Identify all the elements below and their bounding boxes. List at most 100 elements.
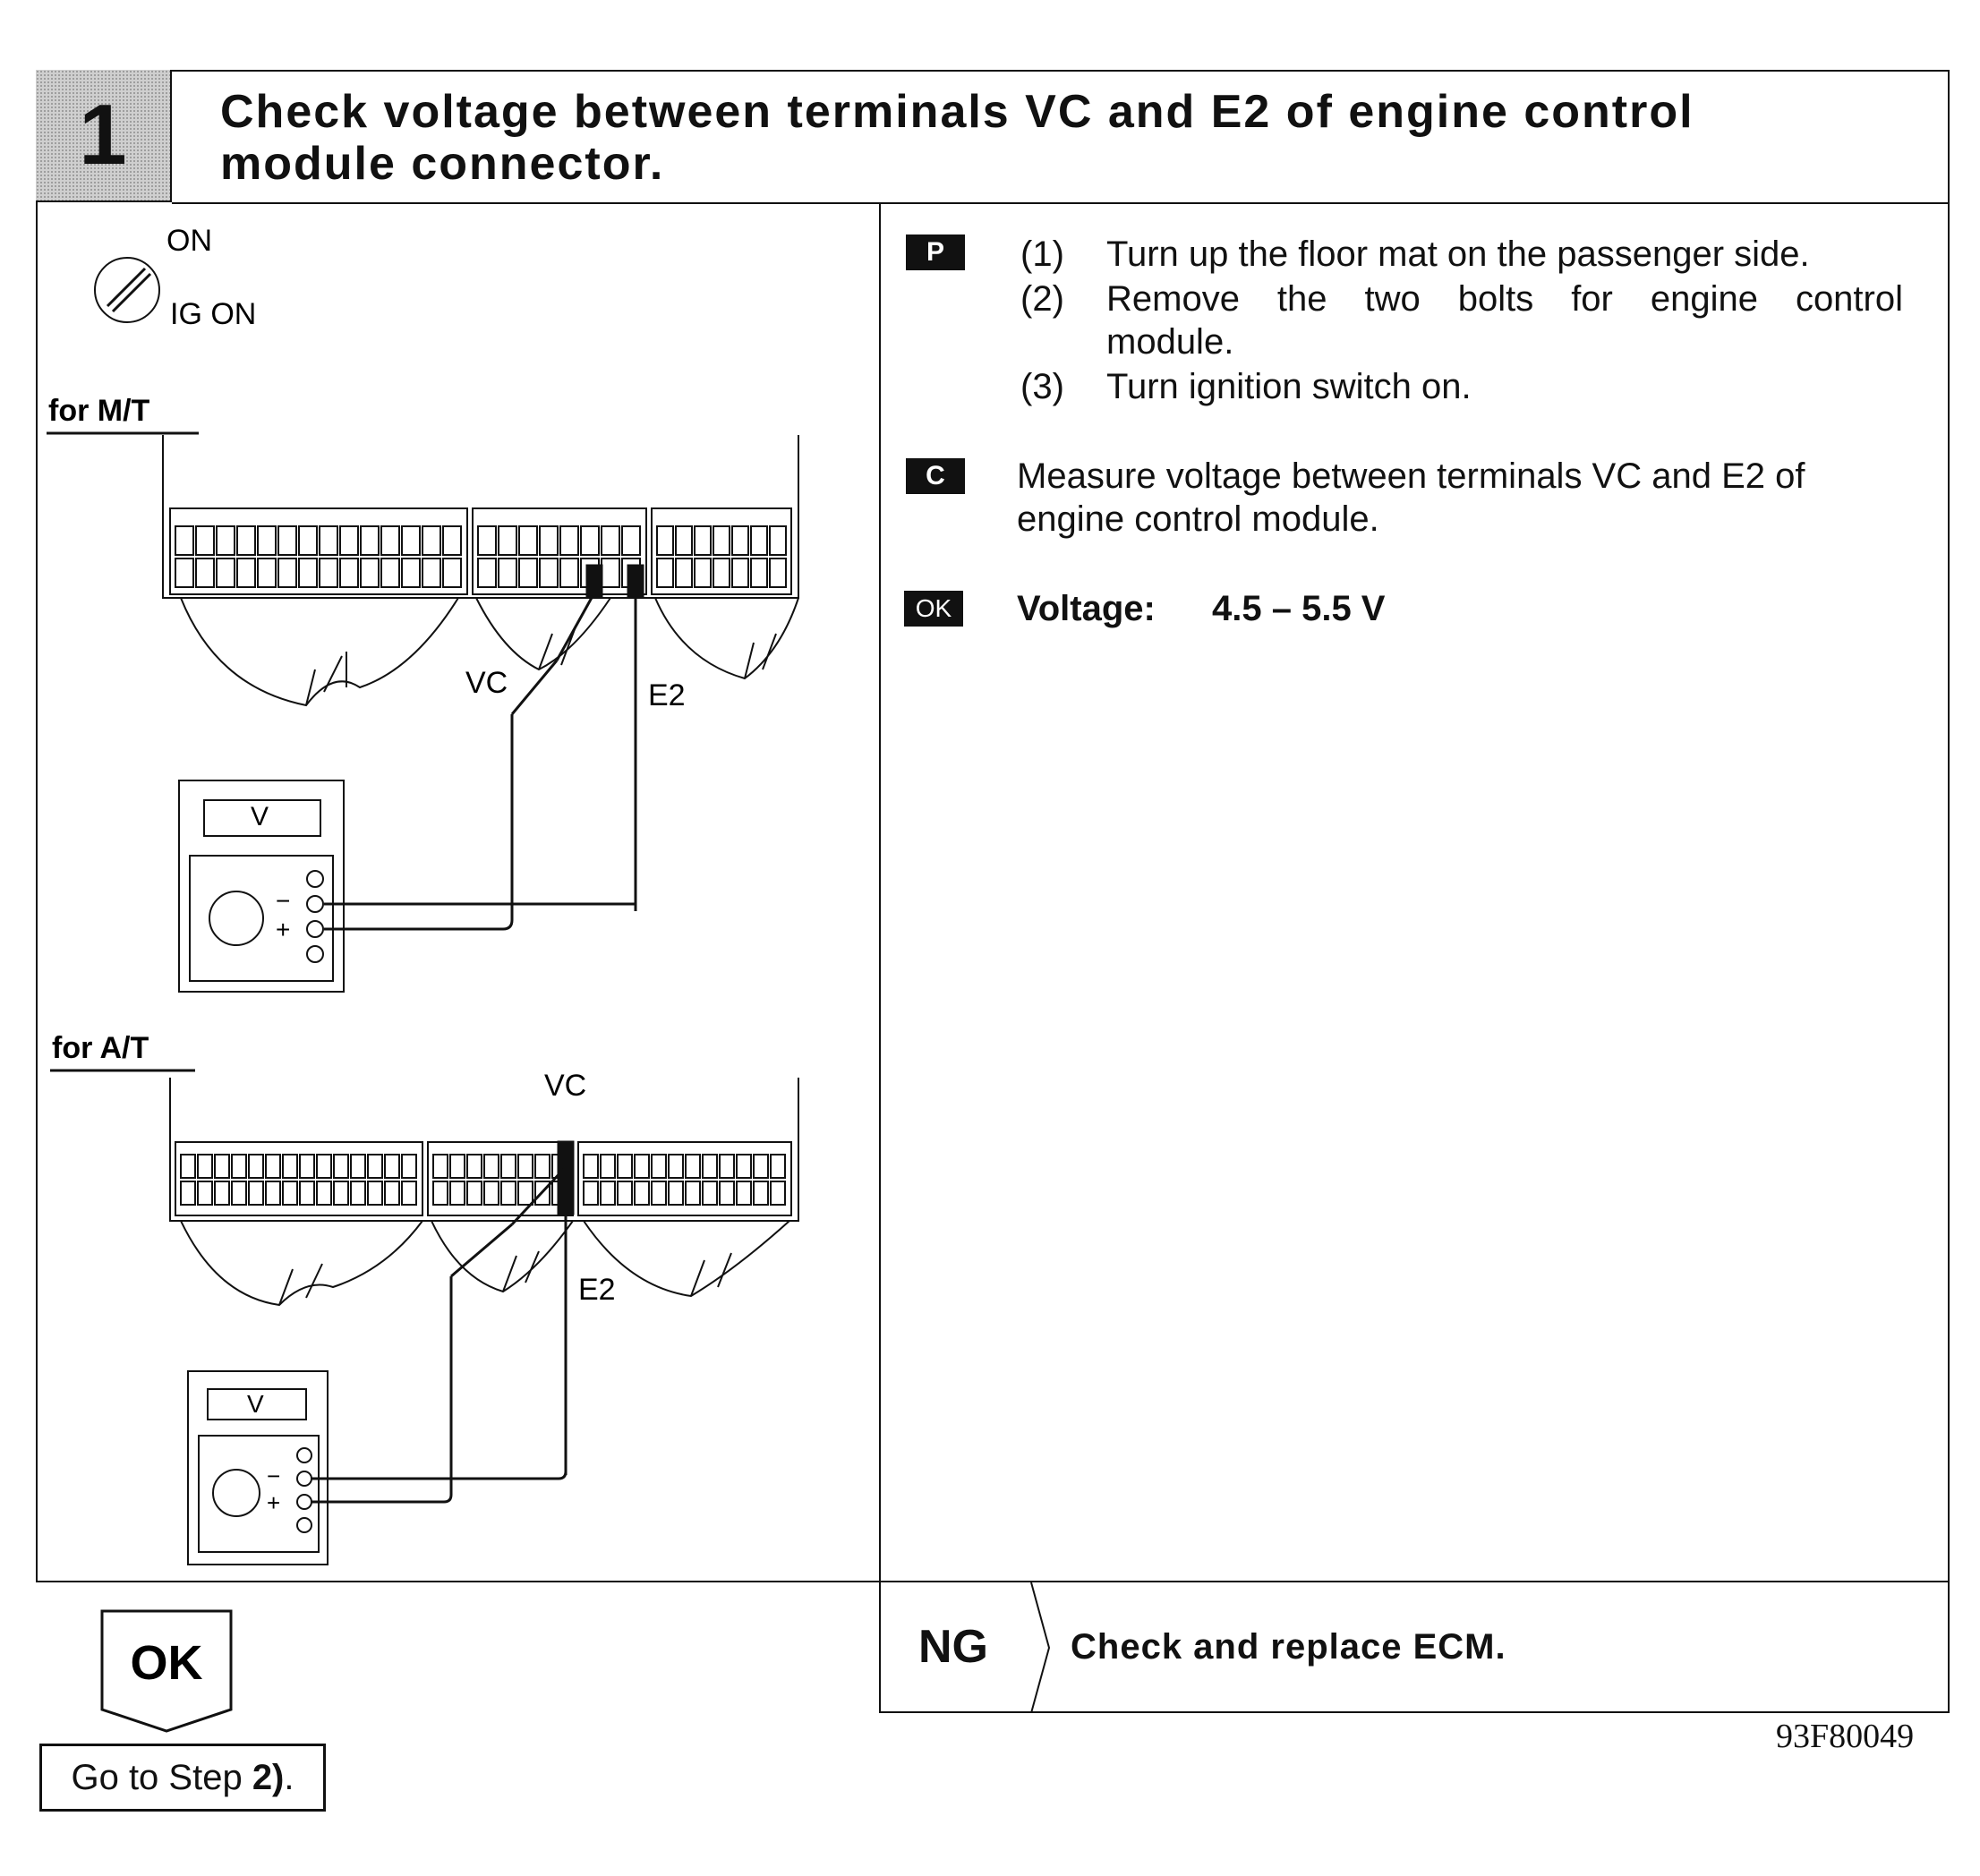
connector-pin — [600, 1154, 616, 1179]
connector-pin — [175, 525, 194, 556]
connector-pin — [736, 1181, 752, 1206]
connector-pin — [769, 525, 787, 556]
connector-pin — [675, 558, 693, 588]
prep-item-3-text: Turn ignition switch on. — [1106, 367, 1472, 406]
connector-pin — [702, 1154, 718, 1179]
connector-pin — [442, 558, 462, 588]
spec-label: Voltage: — [1017, 589, 1156, 628]
connector-pin — [319, 525, 338, 556]
connector-pin — [601, 558, 620, 588]
mt-minus-label: − — [276, 887, 290, 915]
header-divider — [172, 202, 1950, 204]
step-title-line1: Check voltage between terminals VC and E… — [220, 86, 1694, 138]
ignition-switch-icon — [94, 257, 160, 323]
connector-pin — [180, 1181, 196, 1206]
connector-pin — [685, 1181, 701, 1206]
mt-meter-unit: V — [251, 802, 269, 831]
connector-pin — [216, 525, 235, 556]
goto-step: 2) — [252, 1757, 285, 1797]
connector-pin — [384, 1154, 400, 1179]
connector-pin — [380, 525, 400, 556]
connector-pin — [651, 1154, 667, 1179]
connector-pin — [197, 1181, 213, 1206]
connector-pin — [583, 1181, 599, 1206]
step-title-line2: module connector. — [220, 138, 665, 190]
at-e2-label: E2 — [578, 1273, 616, 1307]
connector-pin — [248, 1181, 264, 1206]
connector-pin — [656, 558, 674, 588]
connector-pin — [685, 1154, 701, 1179]
connector-pin — [694, 558, 712, 588]
connector-pin — [282, 1181, 298, 1206]
connector-pin — [769, 558, 787, 588]
step-box — [36, 70, 1950, 1582]
connector-pin — [770, 1181, 786, 1206]
connector-pin — [731, 558, 749, 588]
at-voltmeter — [187, 1370, 329, 1565]
connector-pin — [518, 525, 538, 556]
connector-pin — [432, 1181, 448, 1206]
connector-pin — [753, 1154, 769, 1179]
connector-pin — [422, 525, 441, 556]
connector-pin — [214, 1181, 230, 1206]
connector-pin — [449, 1154, 465, 1179]
connector-pin — [195, 525, 215, 556]
connector-pin — [257, 525, 277, 556]
prep-item-1-text: Turn up the floor mat on the passenger s… — [1106, 234, 1810, 274]
prep-item-3-num: (3) — [1020, 367, 1064, 406]
connector-pin — [583, 1154, 599, 1179]
connector-pin — [483, 1154, 499, 1179]
connector-pin — [316, 1181, 332, 1206]
connector-pin — [713, 525, 730, 556]
connector-pin — [498, 558, 517, 588]
connector-pin — [750, 525, 768, 556]
connector-pin — [559, 558, 579, 588]
connector-pin — [518, 558, 538, 588]
connector-pin — [731, 525, 749, 556]
connector-pin — [466, 1154, 482, 1179]
goto-suffix: . — [284, 1757, 294, 1797]
connector-pin — [422, 558, 441, 588]
connector-pin — [534, 1181, 550, 1206]
connector-pin — [534, 1154, 550, 1179]
connector-pin — [621, 525, 641, 556]
connector-pin — [367, 1181, 383, 1206]
at-minus-label: − — [267, 1462, 280, 1489]
ignition-ig-on-label: IG ON — [170, 297, 256, 331]
connector-pin — [298, 558, 318, 588]
connector-pin — [236, 525, 256, 556]
connector-pin — [319, 558, 338, 588]
connector-pin — [299, 1154, 315, 1179]
connector-pin — [367, 1154, 383, 1179]
connector-pin — [401, 558, 421, 588]
prep-item-2-num: (2) — [1020, 279, 1064, 319]
connector-pin — [277, 558, 297, 588]
connector-pin — [265, 1154, 281, 1179]
ng-arrow — [1030, 1582, 1051, 1713]
connector-pin — [380, 558, 400, 588]
connector-pin — [702, 1181, 718, 1206]
connector-pin — [477, 525, 497, 556]
connector-pin — [384, 1181, 400, 1206]
connector-pin — [770, 1154, 786, 1179]
connector-pin — [449, 1181, 465, 1206]
connector-pin — [339, 558, 359, 588]
connector-pin — [248, 1154, 264, 1179]
connector-pin — [350, 1181, 366, 1206]
connector-pin — [265, 1181, 281, 1206]
at-label: for A/T — [52, 1031, 149, 1065]
connector-pin — [231, 1154, 247, 1179]
connector-pin — [282, 1154, 298, 1179]
connector-pin — [601, 525, 620, 556]
connector-pin — [401, 1154, 417, 1179]
ok-label: OK — [131, 1636, 203, 1690]
connector-pin — [634, 1154, 650, 1179]
ok-arrow: OK — [100, 1609, 233, 1733]
connector-pin — [539, 525, 559, 556]
ng-label: NG — [918, 1621, 988, 1673]
column-divider — [879, 202, 881, 1584]
connector-pin — [500, 1154, 516, 1179]
connector-pin — [180, 1154, 196, 1179]
connector-pin — [719, 1181, 735, 1206]
connector-pin — [316, 1154, 332, 1179]
